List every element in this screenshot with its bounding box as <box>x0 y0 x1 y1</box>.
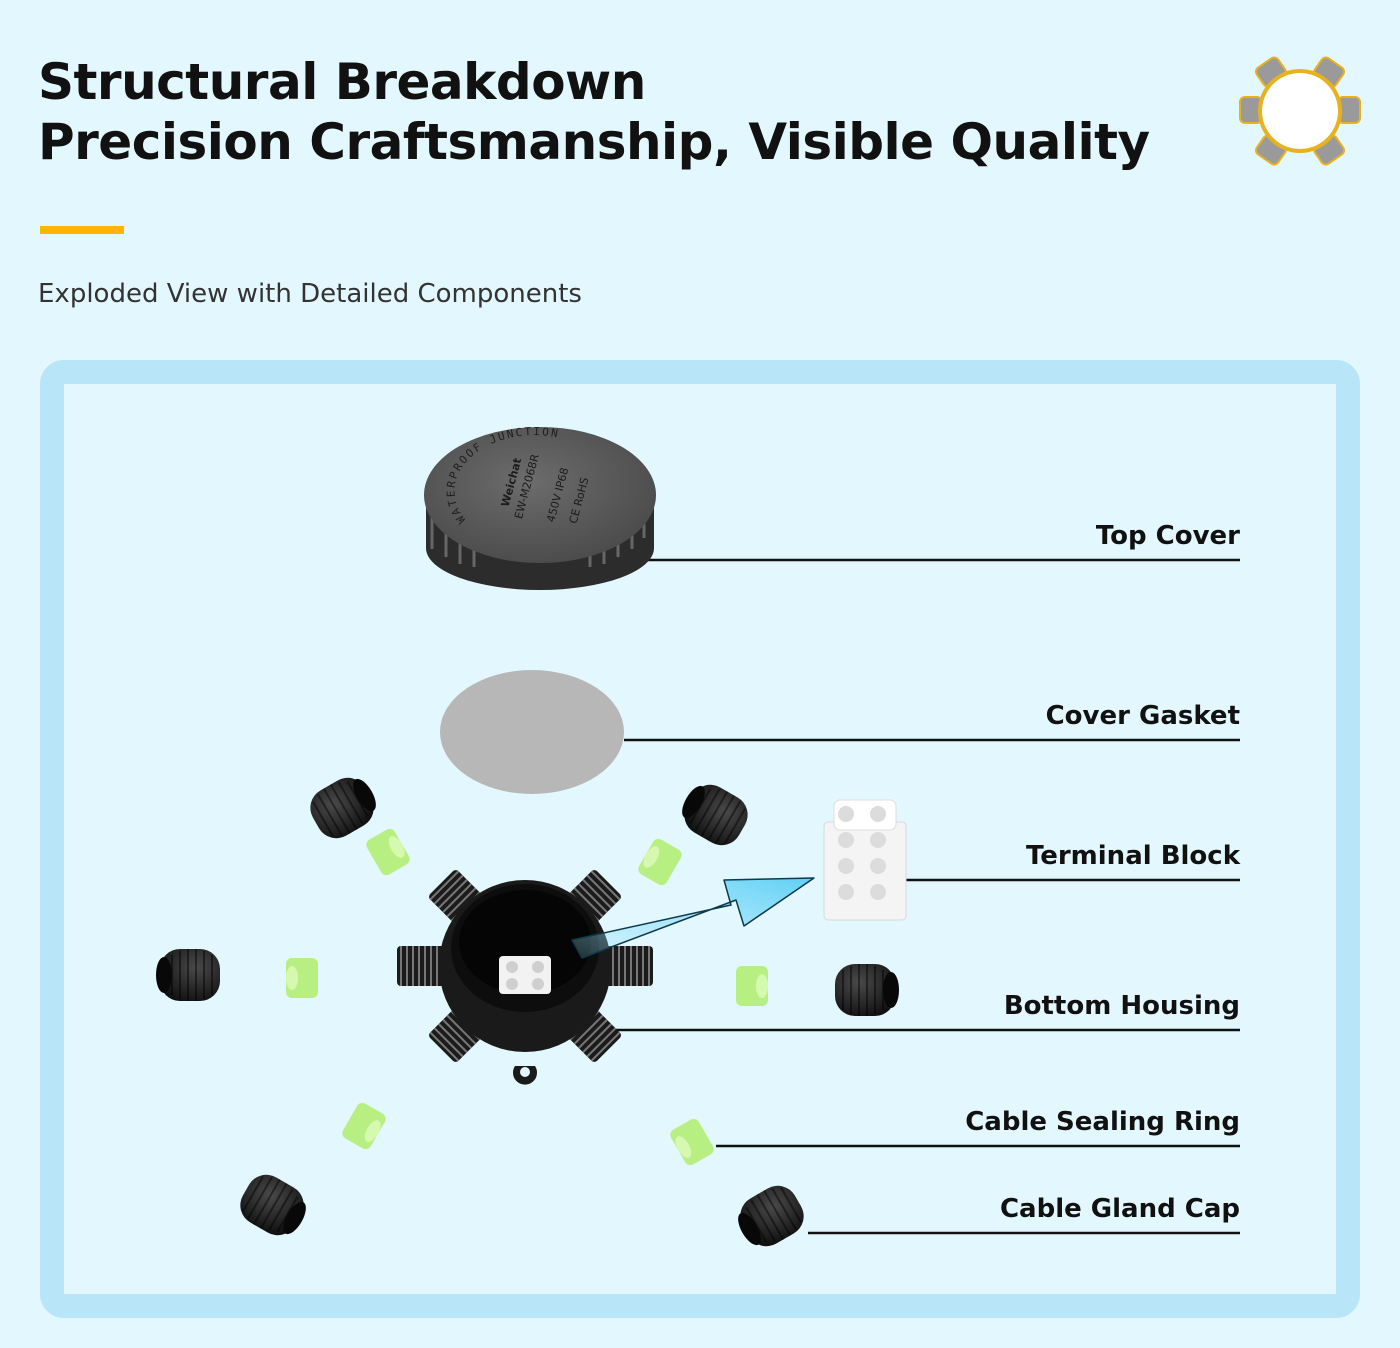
bottom-housing-label: Bottom Housing <box>1003 991 1240 1021</box>
cable-sealing-ring-label: Cable Sealing Ring <box>965 1107 1240 1137</box>
terminal-block <box>823 799 907 921</box>
top-cover-label: Top Cover <box>1095 521 1240 551</box>
svg-text:WATERPROOF JUNCTION BOX: WATERPROOF JUNCTION BOX <box>0 0 561 526</box>
title-accent-bar <box>40 226 124 234</box>
cover-arc-text: WATERPROOF JUNCTION BOX <box>0 0 559 526</box>
top-cover: WATERPROOF JUNCTION BOX Weichat EW-M2068… <box>0 0 656 590</box>
title-line-1: Structural Breakdown <box>38 53 646 111</box>
title-line-2: Precision Craftsmanship, Visible Quality <box>38 113 1150 171</box>
junction-box-top-view-icon <box>1239 56 1361 166</box>
cover-gasket-label: Cover Gasket <box>1045 701 1240 731</box>
terminal-block-label: Terminal Block <box>1025 841 1240 871</box>
bottom-housing <box>396 867 654 1085</box>
cable-gland-cap-label: Cable Gland Cap <box>999 1194 1240 1224</box>
cover-gasket <box>440 670 624 794</box>
page-title: Structural Breakdown Precision Craftsman… <box>38 52 1150 172</box>
page-subtitle: Exploded View with Detailed Components <box>38 279 582 309</box>
terminal-callout-arrow <box>571 877 815 959</box>
